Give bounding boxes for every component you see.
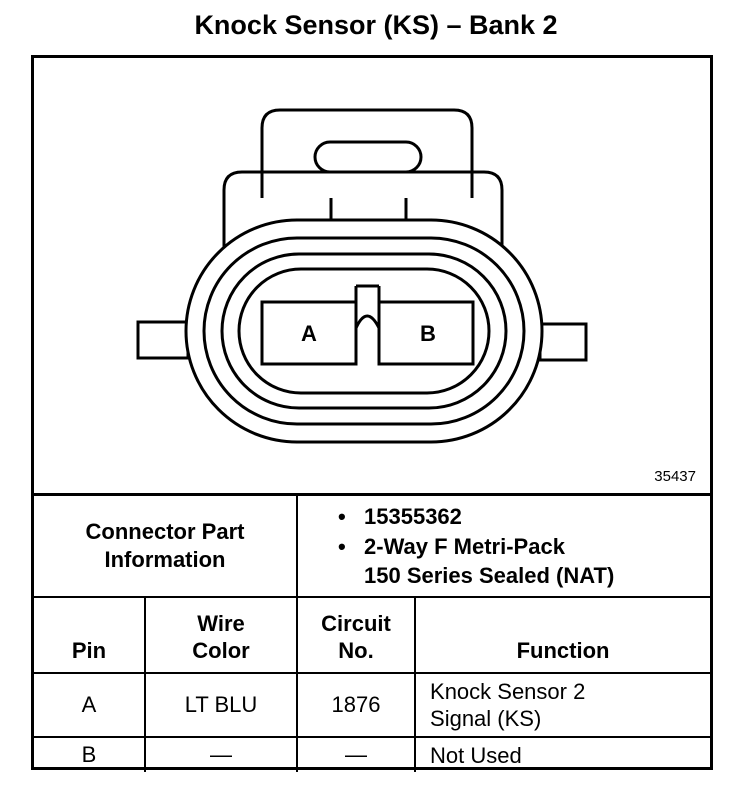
cell-circuit: —	[296, 736, 417, 772]
connector-info-table: Connector Part Information • 15355362 • …	[34, 493, 711, 772]
table-row: B — — Not Used	[34, 736, 711, 772]
page-title: Knock Sensor (KS) – Bank 2	[194, 10, 558, 40]
header-function-text: Function	[516, 638, 610, 663]
header-pin-text: Pin	[71, 638, 107, 663]
cell-wire-color: LT BLU	[143, 672, 299, 738]
right-ear	[538, 322, 588, 362]
connector-lock-tab	[260, 108, 474, 198]
header-circuit-text-1: Circuit	[321, 611, 391, 636]
header-wire-text-1: Wire	[197, 611, 245, 636]
bullet-icon: •	[338, 534, 346, 559]
connector-body-inner	[220, 252, 508, 410]
table-header-row: Pin Wire Color Circuit No. Function	[34, 596, 711, 674]
part-number: 15355362	[364, 504, 462, 529]
connector-part-label: Connector Part Information	[34, 493, 299, 598]
pin-b-cavity	[377, 300, 475, 366]
connector-part-values: • 15355362 • 2-Way F Metri-Pack 150 Seri…	[296, 493, 711, 598]
header-wire-text-2: Color	[192, 638, 250, 663]
connector-series: 150 Series Sealed (NAT)	[364, 563, 615, 588]
header-circuit: Circuit No.	[296, 596, 417, 674]
pin-a-label: A	[301, 321, 317, 346]
connector-part-row: Connector Part Information • 15355362 • …	[34, 493, 711, 598]
left-ear	[136, 320, 190, 360]
connector-diagram-frame: A B 35437 Connector Part Information • 1…	[31, 55, 713, 772]
cell-pin: B	[34, 736, 146, 772]
header-pin: Pin	[34, 596, 146, 674]
bullet-line: • 2-Way F Metri-Pack	[338, 532, 710, 562]
header-circuit-text-2: No.	[338, 638, 374, 663]
bullet-line: • 15355362	[338, 502, 710, 532]
bullet-icon: •	[338, 504, 346, 529]
cell-function: Not Used	[414, 736, 711, 772]
connector-type: 2-Way F Metri-Pack	[364, 534, 565, 559]
cell-function: Knock Sensor 2 Signal (KS)	[414, 672, 711, 738]
connector-shoulder	[222, 170, 504, 248]
figure-number: 35437	[654, 468, 696, 485]
table-row: A LT BLU 1876 Knock Sensor 2 Signal (KS)	[34, 672, 711, 738]
connector-illustration: A B	[136, 108, 588, 444]
connector-body-ring	[202, 236, 526, 426]
header-wire-color: Wire Color	[143, 596, 299, 674]
connector-cavity	[237, 267, 491, 395]
pin-b-label: B	[420, 321, 436, 346]
cell-pin: A	[34, 672, 146, 738]
header-function: Function	[414, 596, 711, 674]
cell-circuit: 1876	[296, 672, 417, 738]
function-line-1: Knock Sensor 2	[430, 679, 586, 704]
function-line-2: Signal (KS)	[430, 706, 542, 731]
cell-wire-color: —	[143, 736, 299, 772]
